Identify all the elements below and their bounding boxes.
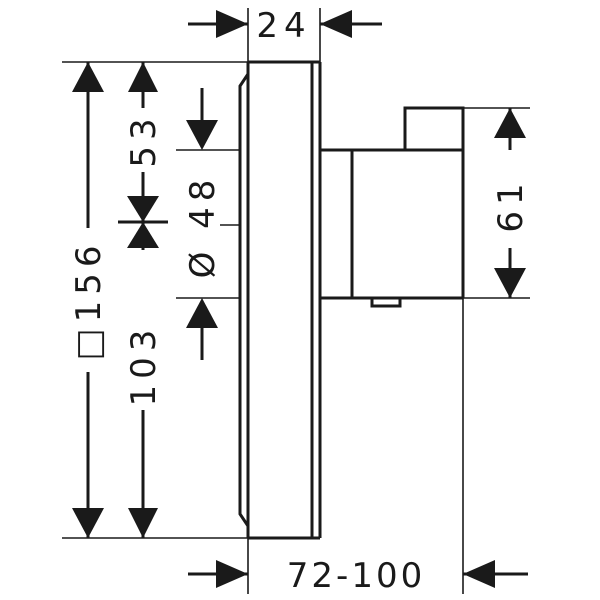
upper-height-label: 53 — [124, 112, 164, 167]
plate-size-label: □156 — [69, 239, 109, 360]
extension-lines — [62, 8, 530, 594]
dimension-plate-size: □156 — [69, 62, 109, 538]
lower-height-label: 103 — [124, 324, 164, 407]
diameter-label: Ø 48 — [183, 174, 223, 279]
valve-body — [320, 106, 465, 308]
dimension-depth-range: 72-100 — [188, 556, 528, 596]
knob-height-label: 61 — [491, 177, 531, 232]
top-width-label: 24 — [256, 6, 311, 46]
dimension-top-width: 24 — [188, 6, 382, 46]
dimension-upper-lower: 53 103 — [118, 62, 168, 538]
depth-range-label: 72-100 — [287, 556, 425, 596]
dimension-knob-height: 61 — [491, 108, 531, 298]
dimension-diameter: Ø 48 — [183, 88, 223, 360]
cover-plate — [238, 60, 322, 540]
